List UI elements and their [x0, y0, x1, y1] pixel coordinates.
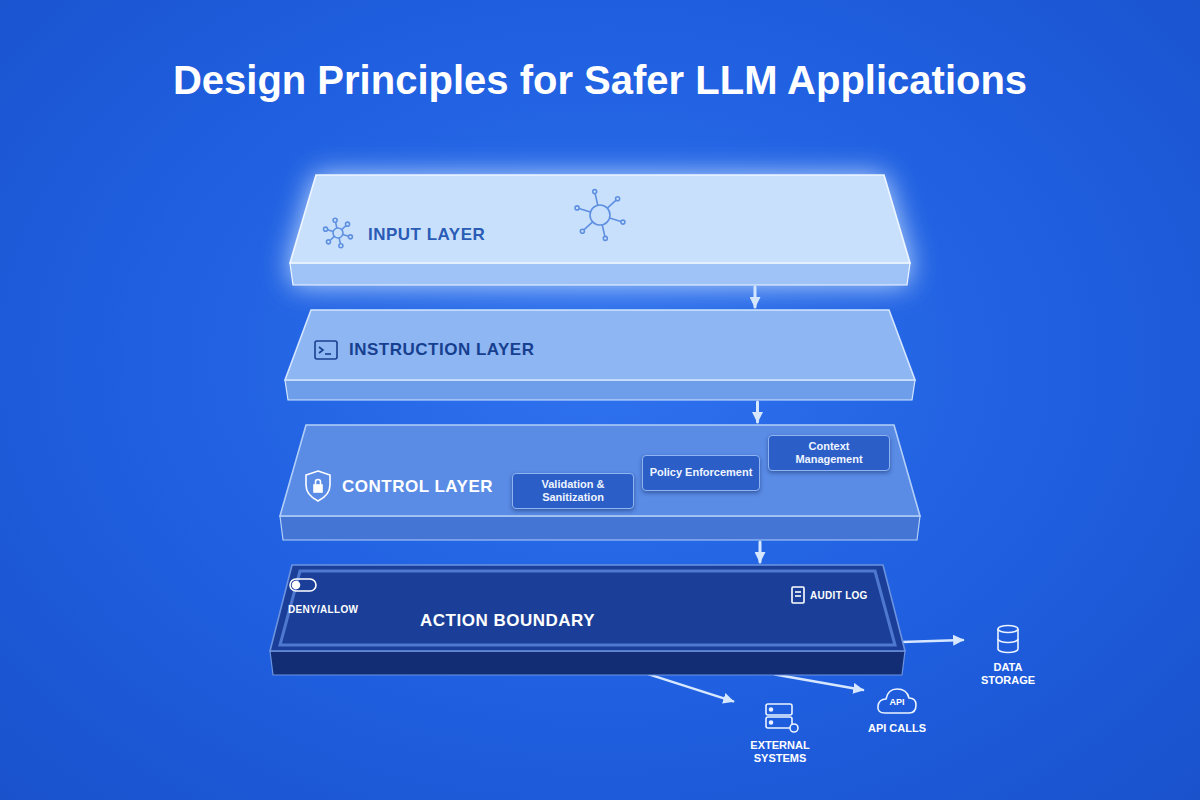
flow-arrow [648, 674, 733, 701]
flow-arrow [759, 542, 762, 562]
flow-arrow [775, 674, 863, 690]
control-tile: Validation & Sanitization [512, 473, 634, 509]
layer-tag: DENY/ALLOW [288, 604, 358, 615]
tile-label: Validation & Sanitization [519, 478, 627, 504]
flow-arrow [756, 402, 759, 422]
tile-label: Policy Enforcement [650, 466, 753, 479]
control-tile: Context Management [768, 435, 890, 471]
system-node: DATA STORAGE [967, 622, 1049, 687]
system-icon [986, 622, 1030, 658]
layer-slab: CONTROL LAYER Validation & Sanitization Po… [280, 425, 920, 540]
icon-label: API [889, 697, 904, 707]
layer-title: ACTION BOUNDARY [420, 611, 595, 631]
layer-title: INSTRUCTION LAYER [349, 340, 534, 360]
layer-slab: ACTION BOUNDARY DENY/ALLOW AUDIT LOG [270, 565, 905, 675]
layer-tag: AUDIT LOG [810, 590, 868, 601]
system-label: DATA STORAGE [967, 661, 1049, 687]
layer-title: INPUT LAYER [368, 225, 485, 245]
diagram-title: Design Principles for Safer LLM Applicat… [0, 58, 1200, 103]
system-label: EXTERNAL SYSTEMS [737, 739, 823, 765]
layer-slab: INSTRUCTION LAYER [285, 310, 915, 400]
system-node: API CALLS [867, 683, 927, 735]
system-label: API CALLS [867, 722, 927, 735]
system-icon [758, 700, 802, 736]
flow-arrow [902, 640, 963, 642]
tile-label: Context Management [775, 440, 883, 466]
control-tile: Policy Enforcement [642, 455, 760, 491]
layer-slab: INPUT LAYER [290, 175, 910, 285]
system-node: EXTERNAL SYSTEMS [737, 700, 823, 765]
layer-title: CONTROL LAYER [342, 477, 493, 497]
flow-arrow [754, 287, 757, 307]
